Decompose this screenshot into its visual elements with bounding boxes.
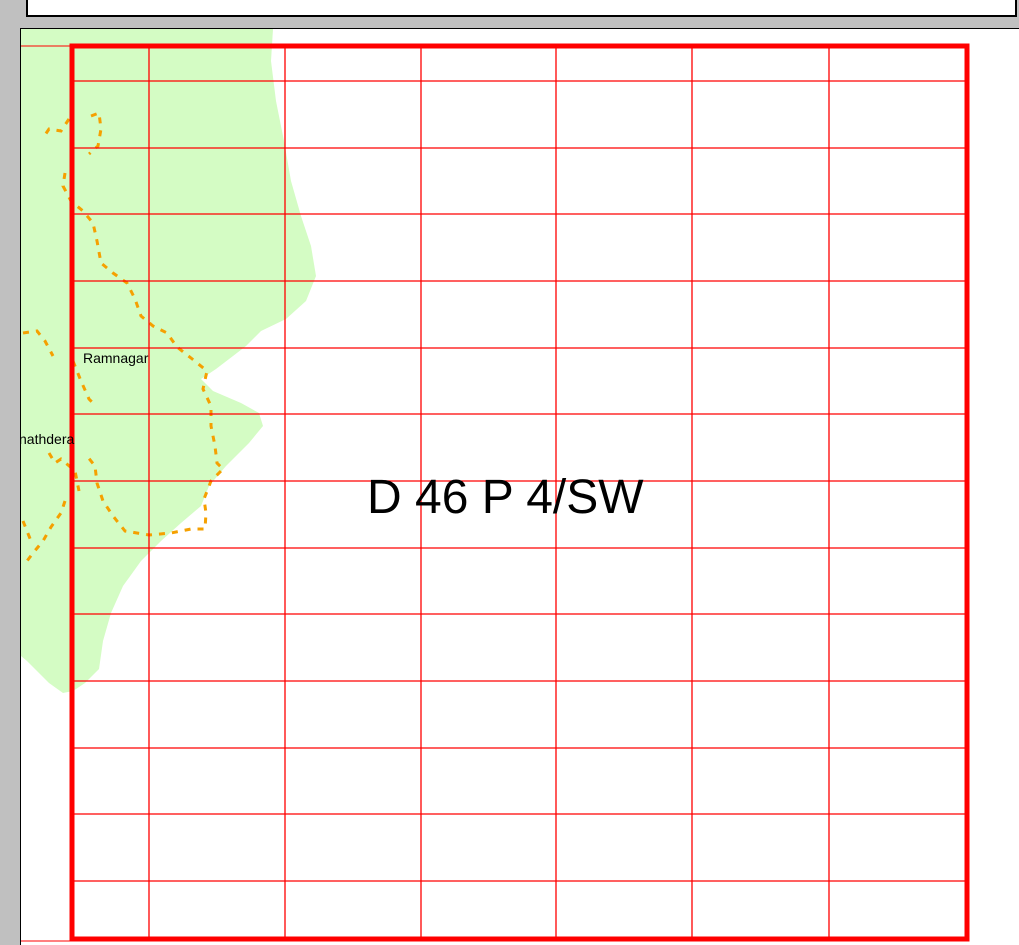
map-frame[interactable]: Ramnagar nathdera D 46 P 4/SW — [20, 28, 1019, 945]
district-boundary — [21, 110, 226, 562]
place-label-ramnagar[interactable]: Ramnagar — [83, 350, 149, 366]
sheet-id-label: D 46 P 4/SW — [367, 471, 644, 524]
neighbour-grid — [21, 45, 71, 942]
sheet-border[interactable] — [69, 43, 970, 942]
top-panel — [26, 0, 1017, 17]
land-area — [21, 29, 316, 693]
sheet-grid — [72, 46, 967, 939]
map-canvas[interactable]: Ramnagar nathdera D 46 P 4/SW — [21, 29, 1019, 945]
place-label-nathdera[interactable]: nathdera — [21, 431, 74, 447]
